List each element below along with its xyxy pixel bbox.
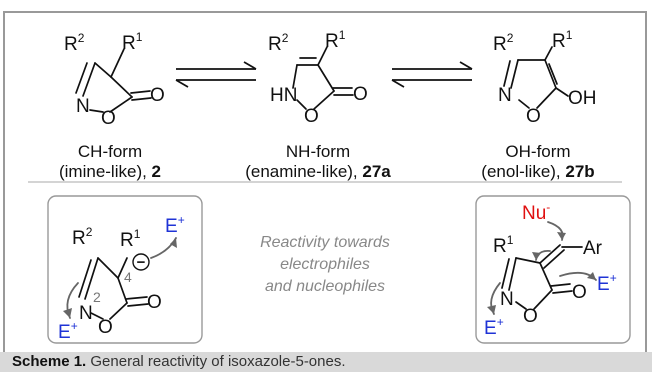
position-2-label: 2 xyxy=(93,289,101,305)
equilibrium-arrow-1 xyxy=(175,61,257,88)
scheme-frame xyxy=(3,11,647,352)
oh-r1-label: R1 xyxy=(552,28,573,52)
oh-o-ring: O xyxy=(526,106,541,127)
oh-form-structure: R2 R1 N O OH xyxy=(493,28,597,127)
scheme-caption: Scheme 1. General reactivity of isoxazol… xyxy=(0,352,652,372)
ch-form-desc: (imine-like), 2 xyxy=(59,162,161,181)
electrophile-c4: E+ xyxy=(165,213,185,237)
ch-r1-label: R1 xyxy=(122,30,143,54)
ch-o-ring: O xyxy=(101,108,116,129)
reactivity-caption-line-2: electrophiles xyxy=(280,256,370,273)
position-4-label: 4 xyxy=(124,269,132,285)
nh-o-carbonyl: O xyxy=(353,84,368,105)
nh-r2-label: R2 xyxy=(268,31,289,55)
anion-n-atom: N xyxy=(79,303,93,324)
ch-n-atom: N xyxy=(76,96,90,117)
equilibrium-arrow-2 xyxy=(391,61,473,88)
reactivity-caption-line-3: and nucleophiles xyxy=(265,278,385,295)
anion-r1-label: R1 xyxy=(120,227,141,251)
electrophile-right-n: E+ xyxy=(484,315,504,339)
oh-form-desc: (enol-like), 27b xyxy=(481,162,594,181)
electrophile-right-c4: E+ xyxy=(597,271,617,295)
anion-o-ring: O xyxy=(98,317,113,338)
nh-r1-label: R1 xyxy=(325,28,346,52)
oh-n-atom: N xyxy=(498,85,512,106)
anion-charge: − xyxy=(137,254,146,271)
anion-charge-circle xyxy=(132,253,150,271)
anion-r2-label: R2 xyxy=(72,225,93,249)
alk-r1-label: R1 xyxy=(493,233,514,257)
alk-ar-label: Ar xyxy=(583,238,603,259)
oh-form-name: OH-form xyxy=(505,142,570,161)
nh-hn-atom: HN xyxy=(270,85,297,106)
alk-n-atom: N xyxy=(500,289,514,310)
nucleophile-label: Nu- xyxy=(522,200,550,224)
nh-form-structure: R2 R1 HN O O xyxy=(268,28,368,127)
ch-o-carbonyl: O xyxy=(150,85,165,106)
anion-structure: R2 R1 N O O 2 4 − xyxy=(72,225,162,338)
nh-form-desc: (enamine-like), 27a xyxy=(245,162,391,181)
ch-form-structure: R2 R1 N O O xyxy=(64,30,165,129)
nucleophile-reactivity-box xyxy=(475,195,631,344)
caption-label: Scheme 1. xyxy=(12,353,87,370)
alkylidene-structure: R1 Ar N O O xyxy=(493,233,603,327)
anion-o-carbonyl: O xyxy=(147,292,162,313)
caption-text: General reactivity of isoxazole-5-ones. xyxy=(86,353,346,370)
c4-attack-arrow xyxy=(150,237,177,259)
oh-oh-group: OH xyxy=(568,88,597,109)
reactivity-caption-line-1: Reactivity towards xyxy=(260,234,390,251)
reaction-scheme: R2 R1 N O O CH-form (imine-like), 2 R2 R… xyxy=(3,11,647,352)
electrophile-n2: E+ xyxy=(58,319,78,343)
ch-r2-label: R2 xyxy=(64,31,85,55)
oh-r2-label: R2 xyxy=(493,31,514,55)
electrophile-reactivity-box xyxy=(47,195,203,344)
alk-o-carbonyl: O xyxy=(572,282,587,303)
nh-form-name: NH-form xyxy=(286,142,350,161)
alk-o-ring: O xyxy=(523,306,538,327)
ch-form-name: CH-form xyxy=(78,142,142,161)
nh-o-ring: O xyxy=(304,106,319,127)
